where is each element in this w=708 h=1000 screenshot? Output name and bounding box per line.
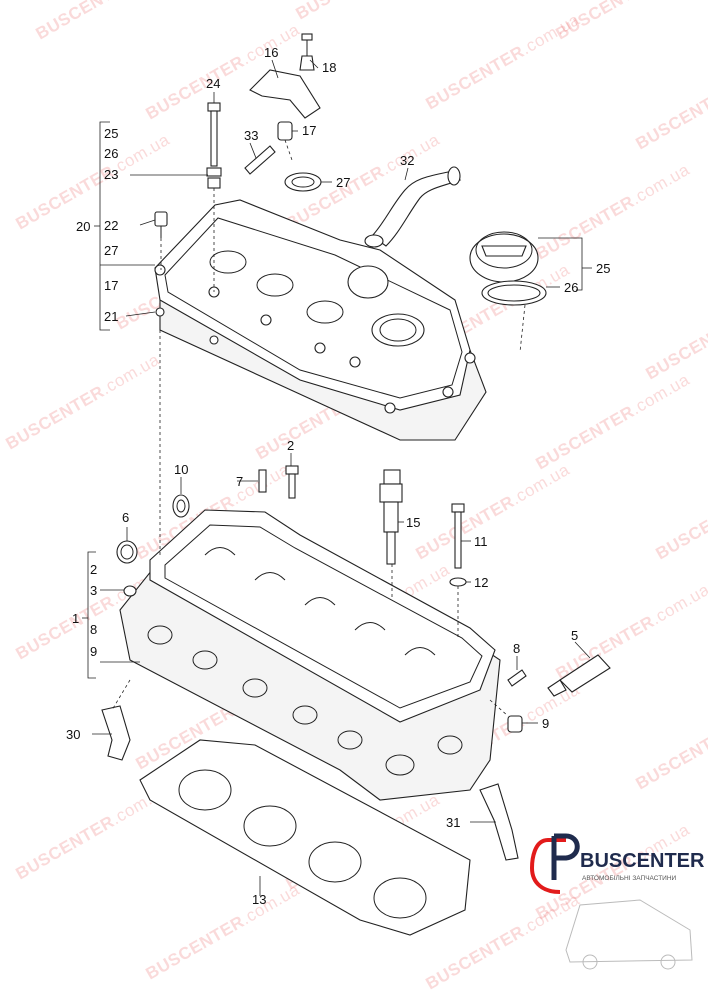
logo-name: BUSCENTER <box>580 850 705 872</box>
watermark-text: BUSCENTER.com.ua <box>533 370 693 474</box>
callout-3: 3 <box>90 583 97 598</box>
callout-numbers: 16 18 24 17 33 25 26 23 27 32 20 22 27 1… <box>66 45 610 907</box>
buscenter-logo: BUSCENTER АВТОМОБІЛЬНІ ЗАПЧАСТИНИ <box>529 833 705 970</box>
sealant-tube-part-5 <box>547 654 611 697</box>
bracket-part-30 <box>101 705 131 761</box>
cylinder-head <box>119 509 501 801</box>
callout-7: 7 <box>236 474 243 489</box>
watermark-text: BUSCENTER.com.ua <box>293 0 453 23</box>
bracket-part-31 <box>479 783 519 861</box>
watermark-text: BUSCENTER.com.ua <box>13 130 173 234</box>
oil-filler-cap-part-25 <box>469 231 539 283</box>
callout-23: 23 <box>104 167 118 182</box>
watermark-text: BUSCENTER.com.ua <box>533 160 693 264</box>
watermark-text: BUSCENTER.com.ua <box>423 10 583 114</box>
callout-8: 8 <box>90 622 97 637</box>
watermark-text: BUSCENTER.com.ua <box>633 50 708 154</box>
callout-17: 17 <box>302 123 316 138</box>
cylinder-head-cover <box>154 199 487 441</box>
callout-13: 13 <box>252 892 266 907</box>
callout-24: 24 <box>206 76 220 91</box>
bolt-part-11 <box>451 503 465 569</box>
pin-part-7 <box>258 469 267 493</box>
ring-part-6 <box>116 540 138 564</box>
callout-9: 9 <box>542 716 549 731</box>
watermark-text: BUSCENTER.com.ua <box>413 460 573 564</box>
seal-part-27 <box>284 172 322 192</box>
watermark-text: BUSCENTER.com.ua <box>143 880 303 984</box>
stud-part-33 <box>244 145 276 175</box>
watermark-text: BUSCENTER.com.ua <box>33 0 193 43</box>
callout-9: 9 <box>90 644 97 659</box>
callout-8: 8 <box>513 641 520 656</box>
callout-22: 22 <box>104 218 118 233</box>
watermark-text: BUSCENTER.com.ua <box>653 460 708 564</box>
watermark-text: BUSCENTER.com.ua <box>643 280 708 384</box>
callout-25: 25 <box>596 261 610 276</box>
callout-11: 11 <box>474 534 488 549</box>
watermark-text: BUSCENTER.com.ua <box>3 350 163 454</box>
breather-hose-part-32 <box>364 166 462 248</box>
sensor-part-22 <box>154 211 168 238</box>
callout-2: 2 <box>90 562 97 577</box>
plug-part-9 <box>507 715 523 733</box>
callout-30: 30 <box>66 727 80 742</box>
callout-15: 15 <box>406 515 420 530</box>
callout-6: 6 <box>122 510 129 525</box>
seal-part-10 <box>172 494 190 518</box>
van-illustration <box>565 899 693 963</box>
callout-32: 32 <box>400 153 414 168</box>
callout-1: 1 <box>72 611 79 626</box>
bolt-part-2 <box>285 465 299 499</box>
stud-part-8 <box>507 669 527 687</box>
injector-part-15 <box>379 469 403 565</box>
callout-18: 18 <box>322 60 336 75</box>
washer-part-12 <box>449 577 467 587</box>
logo-tagline: АВТОМОБІЛЬНІ ЗАПЧАСТИНИ <box>582 875 677 882</box>
callout-31: 31 <box>446 815 460 830</box>
leader-lines <box>82 59 592 896</box>
callout-27: 27 <box>104 243 118 258</box>
logo-mark <box>529 838 566 894</box>
callout-26: 26 <box>564 280 578 295</box>
bolt-part-24 <box>206 102 222 189</box>
callout-2: 2 <box>287 438 294 453</box>
callout-20: 20 <box>76 219 90 234</box>
callout-25: 25 <box>104 126 118 141</box>
callout-21: 21 <box>104 309 118 324</box>
dashed-axis-lines <box>111 139 526 717</box>
grommet-part-17 <box>277 121 293 141</box>
head-gasket-part-13 <box>139 739 471 936</box>
callout-33: 33 <box>244 128 258 143</box>
seal-ring-part-26 <box>481 280 547 306</box>
callout-12: 12 <box>474 575 488 590</box>
callout-27: 27 <box>336 175 350 190</box>
plug-part-3 <box>123 585 137 597</box>
callout-17: 17 <box>104 278 118 293</box>
callout-26: 26 <box>104 146 118 161</box>
callout-5: 5 <box>571 628 578 643</box>
watermark-text: BUSCENTER.com.ua <box>633 690 708 794</box>
bracket-part-16 <box>249 33 321 119</box>
callout-10: 10 <box>174 462 188 477</box>
callout-16: 16 <box>264 45 278 60</box>
